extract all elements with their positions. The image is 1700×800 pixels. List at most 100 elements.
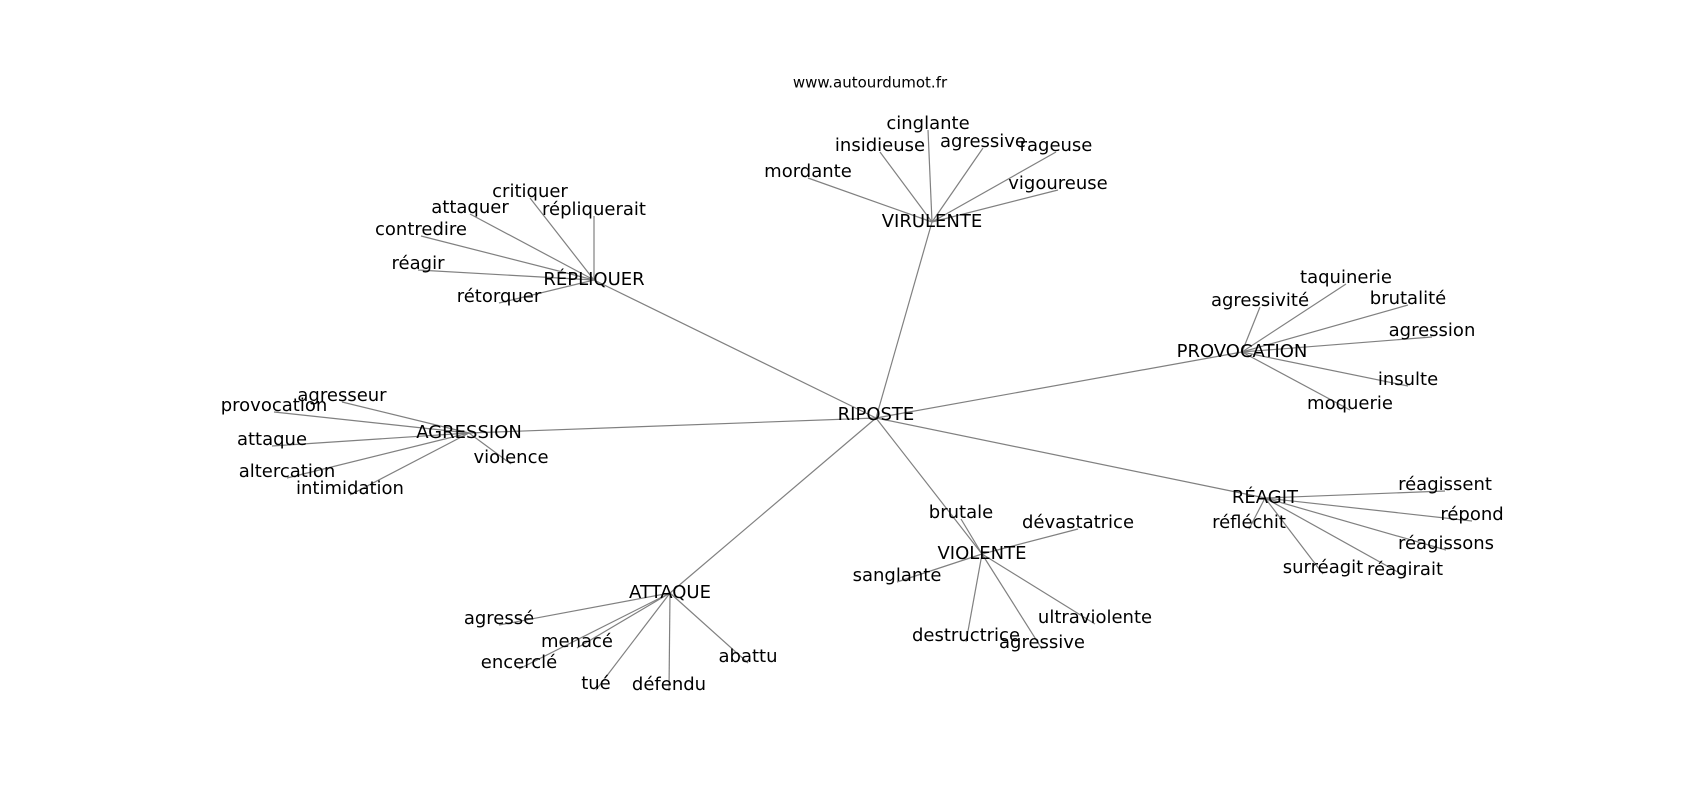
edge-agression-to-term	[341, 401, 470, 434]
edge-root-to-reagit	[875, 417, 1266, 499]
edge-root-to-attaque	[669, 417, 877, 594]
edge-violente-to-term	[981, 553, 1043, 650]
root-node-label: RIPOSTE	[838, 404, 915, 425]
term-node: mordante	[764, 161, 852, 182]
group-node-reagit: RÉAGIT	[1232, 486, 1299, 508]
edge-root-to-agression	[468, 417, 877, 434]
edge-violente-to-term	[981, 553, 1096, 625]
edge-virulente-to-term	[931, 189, 1059, 223]
term-node: menacé	[541, 631, 613, 652]
term-node: brutalité	[1370, 288, 1446, 309]
term-node: altercation	[239, 461, 336, 482]
edge-repliquer-to-term	[469, 213, 595, 281]
edge-reagit-to-term	[1264, 490, 1446, 499]
edge-repliquer-to-term	[498, 279, 595, 304]
edge-virulente-to-term	[931, 151, 1057, 223]
edge-reagit-to-term	[1264, 497, 1406, 577]
term-node: insulte	[1378, 369, 1438, 390]
term-node: violence	[473, 447, 548, 468]
term-node: sanglante	[853, 565, 942, 586]
edge-attaque-to-term	[595, 592, 671, 691]
edge-provocation-to-term	[1241, 351, 1409, 387]
edge-virulente-to-term	[931, 147, 984, 223]
term-node: rétorquer	[457, 286, 542, 307]
term-node: dévastatrice	[1022, 512, 1134, 533]
edge-virulente-to-term	[879, 151, 933, 223]
term-node: réfléchit	[1212, 512, 1286, 533]
term-node: critiquer	[492, 181, 568, 202]
term-node: agressivité	[1211, 290, 1309, 311]
edge-reagit-to-term	[1264, 497, 1447, 551]
edge-virulente-to-term	[807, 177, 933, 223]
term-node: réagissent	[1398, 474, 1492, 495]
group-node-attaque: ATTAQUE	[629, 582, 711, 603]
edge-violente-to-term	[960, 518, 983, 555]
edge-reagit-to-term	[1264, 497, 1324, 575]
edge-reagit-to-term	[1264, 497, 1473, 522]
term-node: taquinerie	[1300, 267, 1392, 288]
edge-provocation-to-term	[1241, 306, 1261, 353]
edge-repliquer-to-term	[420, 235, 595, 281]
term-node: abattu	[718, 646, 777, 667]
term-node: réagissons	[1398, 533, 1494, 554]
group-node-agression: AGRESSION	[416, 422, 522, 443]
term-node: réagir	[392, 253, 446, 274]
edge-violente-to-term	[965, 553, 983, 643]
term-node: ultraviolente	[1038, 607, 1152, 628]
edge-attaque-to-term	[576, 592, 671, 649]
edge-attaque-to-term	[518, 592, 671, 670]
term-node: répliquerait	[542, 199, 646, 220]
edge-root-to-violente	[875, 417, 983, 555]
term-node: moquerie	[1307, 393, 1393, 414]
edge-reagit-to-term	[1248, 497, 1266, 530]
term-node: destructrice	[912, 625, 1020, 646]
edge-violente-to-term	[896, 553, 983, 583]
edge-provocation-to-term	[1241, 336, 1433, 353]
edge-attaque-to-term	[668, 592, 671, 692]
term-node: cinglante	[886, 113, 969, 134]
edge-violente-to-term	[981, 528, 1079, 555]
term-node: vigoureuse	[1008, 173, 1107, 194]
edge-repliquer-to-term	[529, 197, 595, 281]
edge-agression-to-term	[273, 411, 470, 434]
edge-agression-to-term	[349, 432, 470, 496]
edge-attaque-to-term	[498, 592, 671, 626]
edge-root-to-provocation	[875, 351, 1243, 419]
term-node: contredire	[375, 219, 467, 240]
term-node: encerclé	[481, 652, 557, 673]
term-node: surréagit	[1283, 557, 1363, 578]
term-node: défendu	[632, 674, 706, 695]
source-label: www.autourdumot.fr	[793, 74, 948, 92]
edge-agression-to-term	[286, 432, 470, 479]
group-node-virulente: VIRULENTE	[882, 211, 983, 232]
term-node: attaque	[237, 429, 307, 450]
group-node-violente: VIOLENTE	[937, 543, 1026, 564]
term-node: provocation	[221, 395, 328, 416]
term-node: réagirait	[1367, 559, 1443, 580]
edge-agression-to-term	[271, 432, 470, 447]
term-node: agressive	[999, 632, 1085, 653]
term-node: attaquer	[431, 197, 509, 218]
term-node: intimidation	[296, 478, 404, 499]
graph-edges	[271, 129, 1473, 692]
term-node: tué	[581, 673, 611, 694]
term-node: rageuse	[1020, 135, 1093, 156]
edge-provocation-to-term	[1241, 283, 1347, 353]
term-node: agressive	[940, 131, 1026, 152]
term-node: agressé	[464, 608, 534, 629]
edge-root-to-virulente	[875, 221, 933, 419]
graph-labels: www.autourdumot.fr RIPOSTE VIRULENTE mord…	[221, 74, 1504, 696]
edge-repliquer-to-term	[417, 269, 595, 281]
edge-provocation-to-term	[1241, 304, 1409, 353]
term-node: brutale	[929, 502, 993, 523]
edge-virulente-to-term	[927, 129, 933, 223]
group-node-provocation: PROVOCATION	[1177, 341, 1308, 362]
edge-attaque-to-term	[669, 592, 749, 664]
term-node: répond	[1440, 504, 1503, 525]
group-node-repliquer: RÉPLIQUER	[543, 268, 644, 290]
edge-provocation-to-term	[1241, 351, 1351, 411]
term-node: insidieuse	[835, 135, 925, 156]
edge-agression-to-term	[468, 432, 512, 465]
edge-root-to-repliquer	[593, 279, 877, 419]
